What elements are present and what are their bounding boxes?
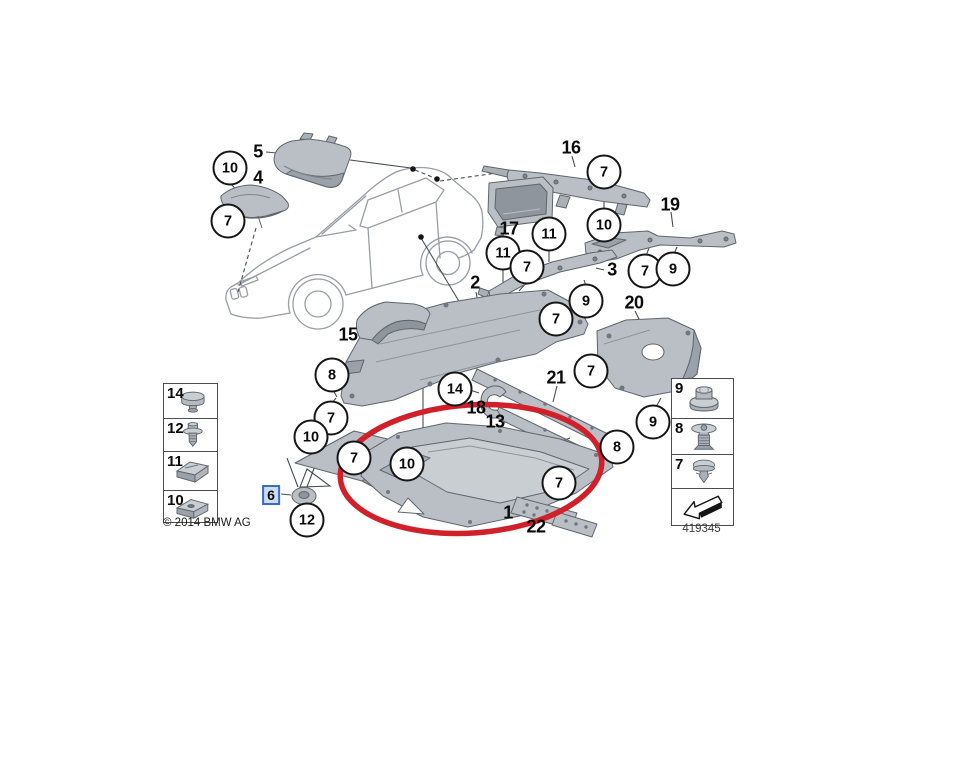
callout-7-circle[interactable]: 7 <box>210 203 246 239</box>
legend-number: 8 <box>675 420 684 437</box>
part-18-clamp <box>480 385 507 419</box>
callout-21-plain[interactable]: 21 <box>546 367 566 388</box>
spring-clip-icon <box>175 461 209 483</box>
callout-14-circle[interactable]: 14 <box>437 371 473 407</box>
callout-7-circle[interactable]: 7 <box>538 301 574 337</box>
screw-rivet-icon <box>182 422 203 447</box>
callout-15-plain[interactable]: 15 <box>338 324 358 345</box>
callout-7-circle[interactable]: 7 <box>509 249 545 285</box>
highlight-ellipse <box>337 401 605 537</box>
legend-item-14[interactable]: 14 <box>164 384 217 419</box>
callout-8-circle[interactable]: 8 <box>599 429 635 465</box>
callout-18-plain[interactable]: 18 <box>466 397 486 418</box>
callout-8-circle[interactable]: 8 <box>314 357 350 393</box>
callout-12-circle[interactable]: 12 <box>289 502 325 538</box>
copyright-text: © 2014 BMW AG <box>163 517 251 529</box>
direction-arrow-icon <box>682 495 723 520</box>
diagram-code: 419345 <box>682 523 721 535</box>
part-22-strip <box>510 496 598 538</box>
callout-7-circle[interactable]: 7 <box>541 465 577 501</box>
part-6-grommet <box>291 487 317 505</box>
callout-19-plain[interactable]: 19 <box>660 194 680 215</box>
spring-clip-icon <box>175 498 209 519</box>
callout-5-plain[interactable]: 5 <box>253 141 263 162</box>
legend-number: 11 <box>167 453 183 470</box>
legend-number: 12 <box>167 420 184 437</box>
legend-item-8[interactable]: 8 <box>672 419 733 455</box>
legend-item-10[interactable]: 10 <box>164 491 217 522</box>
callout-9-circle[interactable]: 9 <box>655 251 691 287</box>
expansion-rivet-icon <box>690 423 717 450</box>
callout-22-plain[interactable]: 22 <box>526 516 546 537</box>
legend-item-7[interactable]: 7 <box>672 455 733 489</box>
callout-7-circle[interactable]: 7 <box>336 440 372 476</box>
part-5-duct <box>273 132 352 188</box>
plug-grommet-icon <box>180 391 205 413</box>
car-outline <box>225 166 484 330</box>
legend-item-9[interactable]: 9 <box>672 379 733 419</box>
callout-10-circle[interactable]: 10 <box>389 446 425 482</box>
callout-10-circle[interactable]: 10 <box>293 419 329 455</box>
part-15-panel <box>355 301 431 345</box>
legend-number: 9 <box>675 380 684 397</box>
left-fastener-legend: 14 12 11 <box>163 383 218 523</box>
callout-10-circle[interactable]: 10 <box>212 150 248 186</box>
callout-6-selected[interactable]: 6 <box>262 485 280 505</box>
callout-9-circle[interactable]: 9 <box>568 283 604 319</box>
callout-1-plain[interactable]: 1 <box>503 502 513 523</box>
legend-number: 7 <box>675 456 684 473</box>
callout-13-plain[interactable]: 13 <box>485 411 505 432</box>
callout-16-plain[interactable]: 16 <box>561 137 581 158</box>
callout-9-circle[interactable]: 9 <box>635 404 671 440</box>
flange-nut-icon <box>689 385 718 412</box>
callout-17-plain[interactable]: 17 <box>499 218 519 239</box>
panel-clip-icon <box>692 459 715 483</box>
callout-2-plain[interactable]: 2 <box>470 272 480 293</box>
callout-10-circle[interactable]: 10 <box>586 207 622 243</box>
legend-number: 10 <box>167 492 184 509</box>
legend-item-12[interactable]: 12 <box>164 419 217 452</box>
right-fastener-legend: 9 8 7 <box>671 378 734 526</box>
legend-item-11[interactable]: 11 <box>164 452 217 491</box>
callout-4-plain[interactable]: 4 <box>253 167 263 188</box>
callout-11-circle[interactable]: 11 <box>531 216 567 252</box>
legend-item-direction[interactable] <box>672 489 733 525</box>
callout-7-circle[interactable]: 7 <box>573 353 609 389</box>
callout-7-circle[interactable]: 7 <box>586 154 622 190</box>
callout-20-plain[interactable]: 20 <box>624 292 644 313</box>
legend-number: 14 <box>167 385 184 402</box>
callout-3-plain[interactable]: 3 <box>607 259 617 280</box>
